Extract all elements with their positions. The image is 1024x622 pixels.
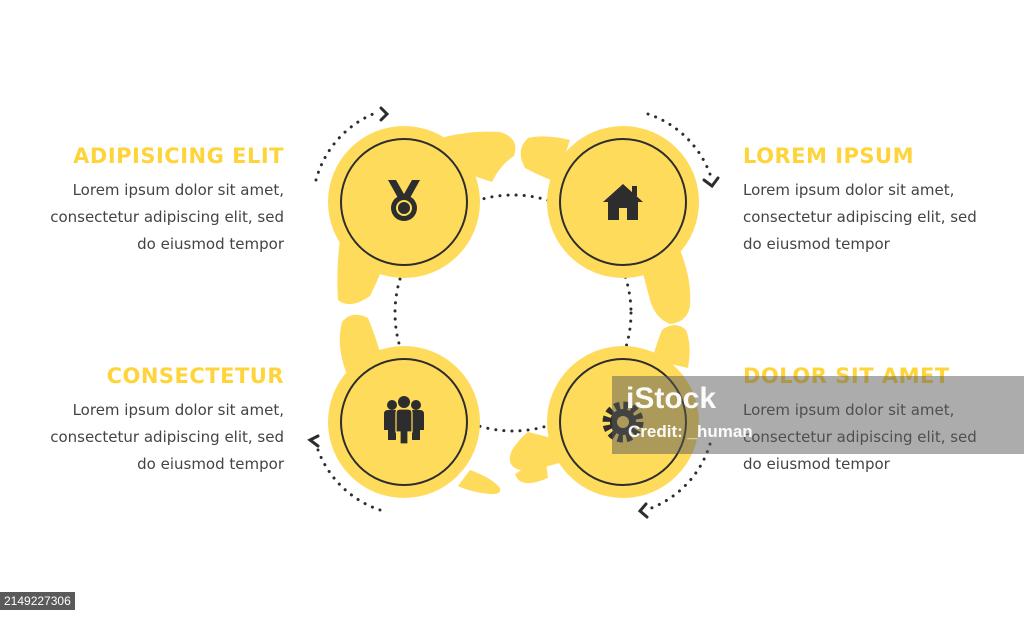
step-block-lorem-ipsum: LOREM IPSUM Lorem ipsum dolor sit amet, … bbox=[743, 144, 1003, 258]
stock-id-label: 2149227306 bbox=[0, 592, 75, 610]
step-block-adipisicing-elit: ADIPISICING ELIT Lorem ipsum dolor sit a… bbox=[24, 144, 284, 258]
medal-icon bbox=[388, 180, 420, 221]
step-description: Lorem ipsum dolor sit amet, consectetur … bbox=[50, 401, 284, 473]
step-block-consectetur: CONSECTETUR Lorem ipsum dolor sit amet, … bbox=[24, 364, 284, 478]
arrow-top-left bbox=[314, 110, 380, 182]
home-icon bbox=[603, 184, 643, 220]
step-title: CONSECTETUR bbox=[106, 364, 284, 388]
step-description: Lorem ipsum dolor sit amet, consectetur … bbox=[743, 181, 977, 253]
arrow-bottom-right bbox=[644, 442, 712, 512]
step-description: Lorem ipsum dolor sit amet, consectetur … bbox=[50, 181, 284, 253]
watermark-logo: iStock bbox=[626, 382, 717, 415]
outer-arrows bbox=[307, 106, 720, 519]
connector-blobs bbox=[337, 131, 691, 495]
watermark-credit: Credit: _human bbox=[628, 422, 753, 441]
step-title: LOREM IPSUM bbox=[743, 144, 914, 168]
arrow-top-right bbox=[646, 112, 714, 182]
watermark-overlay: iStock Credit: _human bbox=[612, 376, 1024, 454]
arrow-bottom-left bbox=[314, 442, 382, 512]
team-icon bbox=[384, 396, 424, 445]
step-outlines bbox=[340, 138, 687, 486]
inner-dotted-ring bbox=[393, 193, 633, 433]
step-title: ADIPISICING ELIT bbox=[73, 144, 284, 168]
